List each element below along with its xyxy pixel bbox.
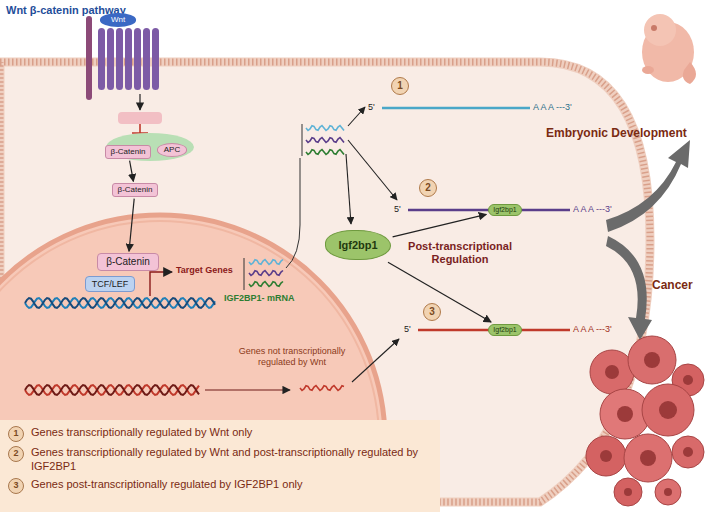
outcome-label: Cancer <box>652 278 693 292</box>
process-label: Post-transcriptional Regulation <box>400 240 520 266</box>
gene-label: Target Genes <box>176 265 233 276</box>
node-text: Igf2bp1 <box>493 206 516 214</box>
dna-strand <box>25 298 215 308</box>
connector <box>393 214 487 236</box>
branch-arrow <box>348 140 397 200</box>
legend-text: Genes transcriptionally regulated by Wnt… <box>31 426 252 440</box>
node-text: Wnt <box>111 15 125 24</box>
node-text: β-Catenin <box>106 256 150 268</box>
mrna-squiggle <box>306 126 344 131</box>
legend-text: Genes post-transcriptionally regulated b… <box>31 478 302 492</box>
outcome-arrow <box>606 140 690 232</box>
bracket <box>244 258 245 290</box>
callout-number: 2 <box>419 179 437 197</box>
outcome-arrow <box>606 236 652 340</box>
mrna-squiggle <box>306 150 344 155</box>
bracket <box>302 124 303 156</box>
node-text: Igf2bp1 <box>493 326 516 334</box>
node-text: APC <box>164 145 180 154</box>
node-text: 2 <box>420 180 436 195</box>
legend-box: 1Genes transcriptionally regulated by Wn… <box>0 420 440 512</box>
strand-end: 5' <box>368 102 375 113</box>
legend-sample: 1 <box>8 426 24 442</box>
bound-protein: Igf2bp1 <box>488 324 521 336</box>
protein-box: β-Catenin <box>105 145 152 158</box>
export-line <box>286 158 300 268</box>
legend-sample: 2 <box>8 446 24 462</box>
mrna-squiggle <box>306 138 344 143</box>
frizzled-receptor <box>98 28 159 90</box>
transcription-arrow <box>205 389 290 390</box>
mrna-squiggle <box>249 260 283 265</box>
cancer-illustration <box>586 336 704 506</box>
callout-number: 2 <box>13 448 18 458</box>
gene-label: Genes not transcriptionally regulated by… <box>222 346 362 368</box>
signal-arrow <box>139 94 140 110</box>
node-text: β-Catenin <box>111 147 146 156</box>
mrna-squiggle <box>300 386 344 391</box>
callout-number: 3 <box>423 303 441 321</box>
mrna-strand <box>382 107 530 110</box>
embryo-illustration <box>642 14 696 84</box>
poly-a-tail: A A A ---3' <box>573 204 612 215</box>
rna-binding-protein: Igf2bp1 <box>325 230 390 261</box>
bound-protein: Igf2bp1 <box>488 204 521 216</box>
connector <box>388 262 491 322</box>
legend-sample: 3 <box>8 478 24 494</box>
poly-a-tail: A A A ---3' <box>533 102 572 113</box>
node-text: 3 <box>424 304 440 319</box>
callout-number: 1 <box>13 428 18 438</box>
dna-strand <box>25 385 199 395</box>
dna-strand <box>25 385 199 395</box>
legend-item: 2 Genes transcriptionally regulated by Wn… <box>8 446 432 474</box>
transcription-factor: TCF/LEF <box>85 276 136 292</box>
transcription-arrow <box>150 272 172 296</box>
connector <box>130 161 134 182</box>
export-arrow <box>352 339 399 382</box>
protein-box: β-Catenin <box>97 253 159 271</box>
legend-item: 3 Genes post-transcriptionally regulated … <box>8 478 432 494</box>
poly-a-tail: A A A ---3' <box>573 324 612 335</box>
callout-number: 3 <box>13 480 18 490</box>
legend-item: 1 Genes transcriptionally regulated by Wn… <box>8 426 432 442</box>
protein-box: β-Catenin <box>112 183 159 196</box>
mrna-squiggle <box>249 282 283 287</box>
node-text: TCF/LEF <box>92 279 129 289</box>
branch-arrow <box>348 107 365 126</box>
outcome-label: Embryonic Development <box>546 126 687 140</box>
branch-arrow <box>346 154 351 224</box>
strand-end: 5' <box>394 204 401 215</box>
ligand: Wnt <box>100 13 136 26</box>
callout-number: 1 <box>391 77 409 95</box>
legend-text: Genes transcriptionally regulated by Wnt… <box>31 446 426 474</box>
mrna-label: IGF2BP1- mRNA <box>224 293 295 304</box>
node-text: β-Catenin <box>118 185 153 194</box>
co-receptor <box>86 16 92 100</box>
connector <box>129 199 134 252</box>
dishevelled <box>118 112 162 124</box>
inhibition-line <box>132 124 148 133</box>
dna-strand <box>25 298 215 308</box>
node-text: 1 <box>392 78 408 93</box>
strand-end: 5' <box>404 324 411 335</box>
protein-ellipse: APC <box>157 143 187 156</box>
node-text: Igf2bp1 <box>338 239 377 252</box>
mrna-squiggle <box>249 271 283 276</box>
